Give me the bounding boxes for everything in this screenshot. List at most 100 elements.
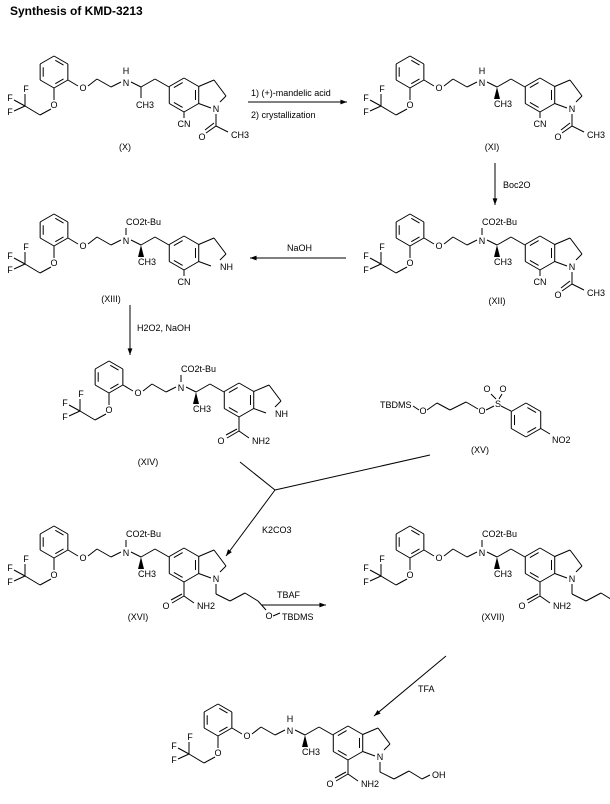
oxygen-label: O [406,570,413,580]
bond [39,578,52,586]
nitrogen-label: N [123,78,130,88]
bond [110,551,122,558]
reagent-label: TBAF [277,590,301,600]
bond [333,725,349,735]
bond [274,400,282,408]
bond [554,549,571,557]
tbdms-label: TBDMS [380,400,412,410]
bond [569,549,583,567]
bond [561,283,573,292]
bond [304,726,320,736]
compound-label-xvii: (XVII) [481,612,504,622]
bond [347,773,359,782]
bond [203,727,219,737]
bond [498,393,503,400]
oxygen-label: O [406,258,413,268]
bond [510,78,526,88]
bond [209,383,225,393]
bond [527,426,537,433]
compound-label-x: (X) [119,142,131,152]
methyl-label: CH3 [494,569,512,579]
bond [423,549,435,557]
nitrile-label: CN [178,119,191,129]
compound-label-xvi: (XVI) [128,612,149,622]
bond [575,95,583,103]
amide-nh2-label: NH2 [252,436,270,446]
bond [108,384,124,394]
bond [87,78,98,87]
bond [486,551,498,558]
bond [55,236,64,243]
bond [244,592,259,602]
bond [53,55,69,65]
bond [198,573,212,579]
bond [525,103,541,113]
bond [94,360,110,370]
bond [130,239,142,246]
bond [219,565,227,573]
bond [154,236,170,246]
bond [13,99,26,107]
bond [525,547,541,557]
nitrile-label: CN [534,277,547,287]
amide-nh2-label: NH2 [361,779,379,789]
bond [67,549,79,557]
arrowhead [340,99,347,105]
bond [369,99,382,107]
bond [529,571,539,578]
bond [39,525,55,535]
nitrogen-label: N [569,104,576,114]
bond [486,239,498,246]
bond [510,548,526,558]
reagent-label: 1) (+)-mandelic acid [251,88,331,98]
bond [238,408,254,418]
bond [53,549,69,559]
bond [170,593,183,601]
bond [600,592,610,600]
bond [395,79,411,89]
bond [426,402,438,411]
bond [423,79,435,87]
bond [238,430,250,439]
boc-label: CO2t-Bu [181,364,216,374]
bond [452,236,468,246]
bond [183,573,199,583]
bond [39,55,55,65]
oxygen-label: O [435,241,442,251]
bond [452,78,468,88]
bond [198,237,215,245]
bond [177,753,190,760]
oxygen-label: O [79,83,86,93]
stereo-wedge [494,245,500,257]
fluorine-label: F [7,251,13,261]
bond [224,382,240,392]
fluorine-label: F [379,84,385,94]
bond [260,726,276,736]
methyl-label: CH3 [302,747,320,757]
boc-label: CO2t-Bu [482,217,517,227]
bond [225,428,238,436]
bond [395,55,411,65]
bond [68,404,81,412]
arrowhead [250,255,257,261]
bond [96,236,112,246]
oxygen-label: O [435,553,442,563]
bond [169,103,185,113]
bond [529,259,539,266]
oxygen-label: O [435,83,442,93]
bond [294,729,306,736]
stereo-wedge [302,735,308,747]
bond [539,261,555,271]
bond [231,727,243,735]
bond [173,552,183,559]
nitrogen-label: N [178,383,185,393]
bond [204,122,215,131]
bond [466,239,478,246]
oxygen-label: O [518,601,525,611]
methyl-label: CH3 [136,100,154,110]
oxygen-label: O [217,436,224,446]
methyl-label: CH3 [231,130,249,140]
